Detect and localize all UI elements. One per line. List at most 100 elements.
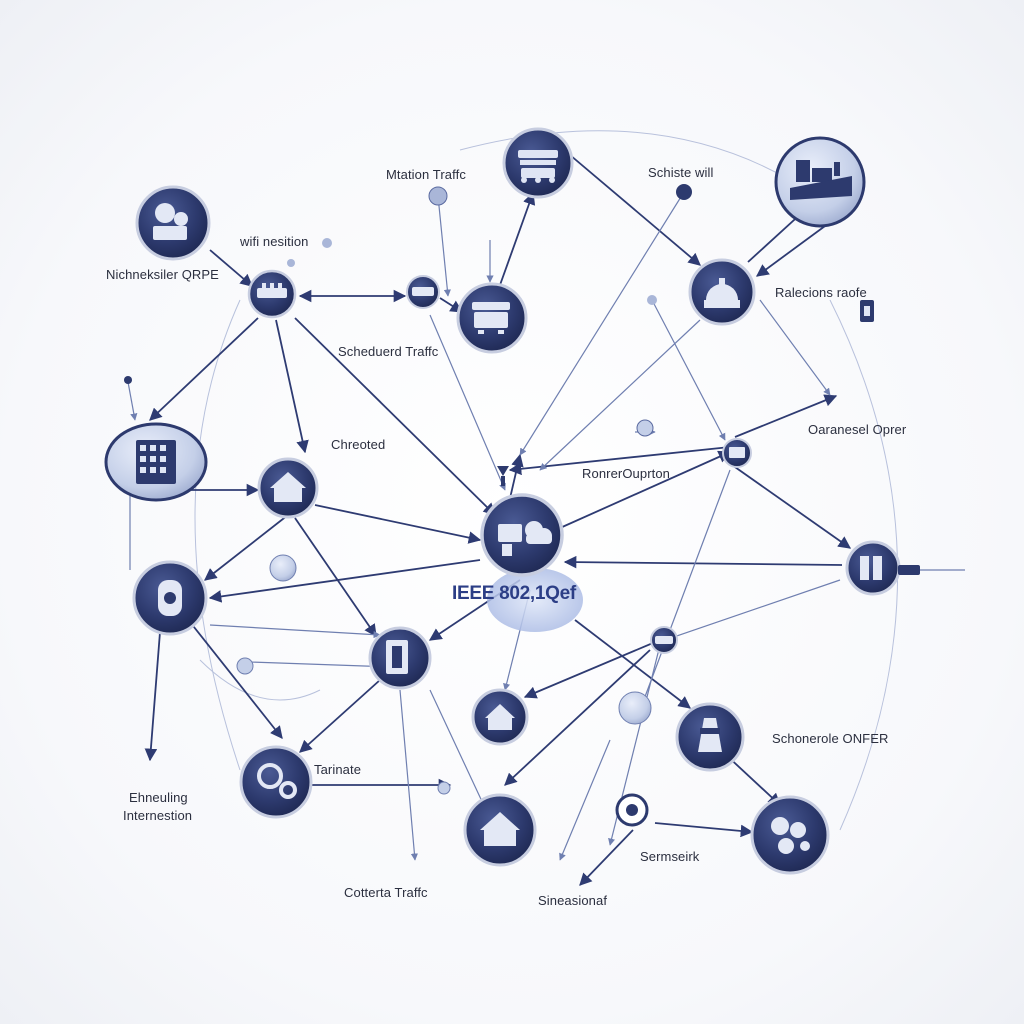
dome-building-icon — [704, 278, 740, 308]
label-scheduled-traffic: Scheduerd Traffc — [338, 344, 439, 359]
machine-node[interactable] — [456, 282, 528, 354]
house-node-left[interactable] — [257, 457, 319, 519]
edge — [149, 317, 259, 421]
gear-icon — [153, 203, 188, 240]
switch-icon — [257, 283, 287, 298]
edge — [314, 504, 482, 544]
edge — [664, 579, 841, 642]
label-ralecions-raofe: Ralecions raofe — [775, 285, 867, 300]
edge — [539, 319, 701, 471]
edge — [399, 689, 419, 861]
label-oaranesel-oprer: Oaranesel Oprer — [808, 422, 907, 437]
label-rontrer-ouprton: RonrerOuprton — [582, 466, 671, 481]
edge — [579, 829, 634, 886]
bottom-gear-node[interactable] — [239, 745, 313, 819]
house-icon — [485, 704, 515, 730]
gear-node[interactable] — [135, 185, 211, 261]
edge — [499, 191, 536, 286]
core-glow — [487, 568, 583, 632]
switch-node-left[interactable] — [247, 269, 297, 319]
edge — [294, 317, 496, 516]
label-cotterta-traffic: Cotterta Traffc — [344, 885, 428, 900]
dot — [236, 657, 254, 675]
door-node[interactable] — [368, 626, 432, 690]
label-internestion: Internestion — [123, 808, 193, 823]
edges — [144, 154, 852, 886]
label-chreoted: Chreoted — [331, 437, 386, 452]
dot — [322, 238, 332, 248]
switch-icon — [729, 447, 745, 458]
edge — [559, 739, 611, 861]
router-node[interactable] — [406, 275, 440, 309]
edge — [275, 319, 309, 454]
dot — [428, 186, 448, 206]
edge — [429, 314, 506, 491]
dot — [636, 419, 654, 437]
edge — [208, 559, 481, 603]
label-tarinate: Tarinate — [314, 762, 362, 777]
cluster-node[interactable] — [750, 795, 830, 875]
edge — [559, 450, 732, 529]
edge — [523, 639, 661, 699]
server-node[interactable] — [845, 540, 965, 596]
label-nichneksiler: Nichneksiler QRPE — [106, 267, 219, 282]
connector-icon — [655, 636, 673, 644]
edge — [638, 469, 731, 711]
edge — [734, 394, 838, 438]
dot — [647, 295, 657, 305]
cluster-icon — [771, 817, 810, 854]
house-icon — [480, 812, 520, 846]
connector-node[interactable] — [650, 626, 678, 654]
factory-icon — [790, 160, 852, 200]
label-schonerole-onfer: Schonerole ONFER — [772, 731, 889, 746]
tower-icon — [698, 718, 722, 752]
ring-node[interactable] — [615, 793, 649, 827]
dot — [287, 259, 295, 267]
edge — [563, 555, 843, 569]
machine-icon — [472, 302, 510, 334]
dot — [437, 781, 451, 795]
plug-icon — [898, 565, 965, 575]
edge — [519, 191, 685, 456]
factory-node[interactable] — [774, 136, 866, 228]
pin-icon — [497, 300, 874, 486]
dot — [618, 691, 652, 725]
label-sermseirk: Sermseirk — [640, 849, 700, 864]
cloud-factory-icon — [498, 521, 552, 556]
small-house-node[interactable] — [471, 688, 529, 746]
nodes — [104, 127, 965, 875]
office-building-node[interactable] — [104, 422, 208, 502]
label-ehneuling: Ehneuling — [129, 790, 188, 805]
label-station-traffic: Mtation Traffc — [386, 167, 466, 182]
edge — [144, 631, 161, 762]
dot — [124, 376, 132, 384]
edge — [654, 822, 754, 838]
edge — [209, 249, 253, 287]
bottom-house-node[interactable] — [463, 793, 537, 867]
label-ieee-standard: IEEE 802,1Qef — [452, 583, 576, 604]
edge — [299, 679, 381, 753]
edge — [189, 621, 283, 739]
edge — [574, 619, 692, 709]
speaker-node[interactable] — [132, 560, 208, 636]
label-schiste-will: Schiste will — [648, 165, 714, 180]
router-icon — [412, 287, 434, 296]
ring-icon — [626, 804, 638, 816]
edge — [651, 299, 726, 441]
conveyor-node[interactable] — [502, 127, 574, 199]
door-icon — [386, 640, 408, 674]
gear-icon — [257, 763, 297, 799]
dot — [676, 184, 692, 200]
tower-node[interactable] — [675, 702, 745, 772]
edge — [204, 514, 289, 581]
speaker-icon — [158, 580, 182, 616]
edge — [294, 517, 377, 638]
edge — [437, 195, 451, 297]
office-building-icon — [136, 440, 176, 484]
switch-node-right[interactable] — [722, 438, 752, 468]
dome-node[interactable] — [688, 258, 756, 326]
house-icon — [270, 472, 306, 502]
dot — [269, 554, 297, 582]
core-node[interactable] — [480, 493, 564, 577]
